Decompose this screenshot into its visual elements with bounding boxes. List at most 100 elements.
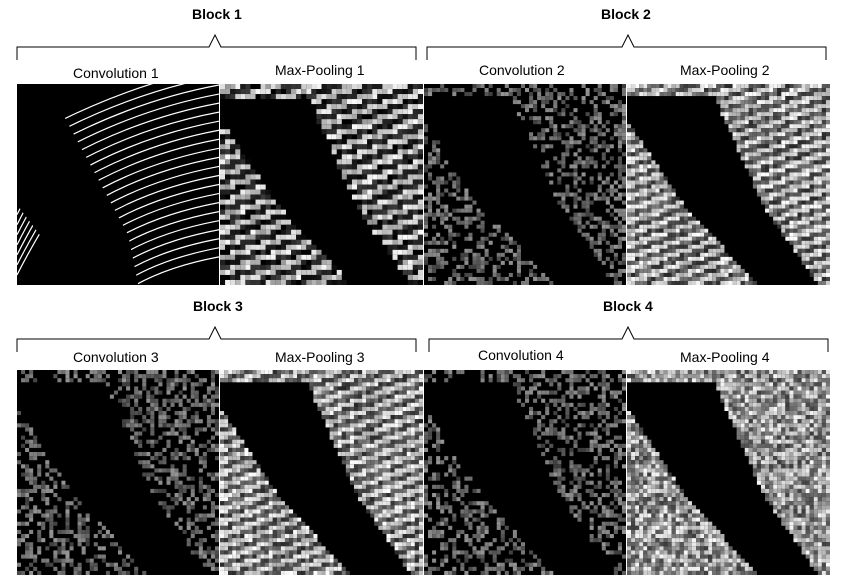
activation-cell [214,534,219,539]
activation-cell [545,108,550,113]
activation-cell [781,116,786,121]
activation-cell [512,96,517,101]
activation-cell [468,92,473,97]
activation-cell [765,192,770,197]
activation-cell [410,464,415,469]
activation-cell [500,236,505,241]
activation-cell [789,208,794,213]
activation-cell [456,184,461,189]
activation-cell [210,378,215,383]
activation-cell [250,224,256,230]
activation-cell [744,116,749,121]
activation-cell [93,374,98,379]
activation-cell [61,484,66,489]
activation-cell [198,427,203,432]
activation-cell [789,188,794,193]
activation-cell [162,501,167,506]
activation-cell [561,172,566,177]
activation-cell [248,452,253,457]
activation-cell [358,468,363,473]
activation-cell [240,480,245,485]
activation-cell [362,398,367,403]
activation-cell [382,104,388,110]
activation-cell [683,224,688,229]
activation-cell [69,378,74,383]
activation-cell [341,149,347,155]
activation-cell [436,212,441,217]
activation-cell [452,272,457,277]
activation-cell [250,274,256,280]
activation-cell [809,148,814,153]
activation-cell [756,184,761,189]
activation-cell [617,236,622,241]
activation-cell [683,256,688,261]
activation-cell [382,239,388,245]
activation-cell [740,144,745,149]
block-4-title: Block 4 [603,298,653,314]
activation-cell [341,84,347,90]
activation-cell [716,264,721,269]
activation-cell [366,435,371,440]
activation-cell [382,443,387,448]
activation-cell [407,144,413,150]
activation-cell [41,493,46,498]
activation-cell [732,124,737,129]
activation-cell [392,254,398,260]
activation-cell [724,104,729,109]
activation-cell [285,224,292,230]
activation-cell [428,276,433,281]
activation-cell [655,172,660,177]
activation-cell [220,423,225,428]
activation-cell [240,279,246,285]
activation-cell [178,525,183,530]
activation-cell [573,108,578,113]
activation-cell [190,390,195,395]
activation-cell [402,139,408,145]
activation-cell [397,174,403,180]
activation-cell [825,216,830,221]
activation-cell [349,476,354,481]
activation-cell [387,94,393,100]
activation-cell [336,269,342,275]
activation-cell [748,280,753,285]
activation-cell [174,484,179,489]
activation-cell [374,443,379,448]
activation-cell [825,268,830,273]
activation-cell [432,160,437,165]
activation-cell [769,104,774,109]
activation-cell [417,269,423,275]
activation-cell [382,144,388,150]
activation-cell [748,152,753,157]
activation-cell [643,280,648,285]
activation-cell [382,419,387,424]
activation-cell [402,169,408,175]
activation-cell [390,488,395,493]
activation-cell [392,109,398,115]
scan-arc [105,238,219,285]
activation-cell [781,128,786,133]
activation-cell [333,370,338,375]
activation-cell [720,244,725,249]
activation-cell [700,236,705,241]
activation-cell [85,517,90,522]
activation-cell [748,156,753,161]
activation-cell [341,279,347,285]
activation-cell [198,382,203,387]
activation-cell [236,468,241,473]
activation-cell [178,472,183,477]
activation-cell [378,447,383,452]
activation-cell [621,112,626,117]
activation-cell [410,476,415,481]
activation-cell [504,236,509,241]
activation-cell [687,228,692,233]
activation-cell [773,144,778,149]
activation-cell [134,390,139,395]
activation-cell [362,406,367,411]
activation-cell [280,505,285,510]
activation-cell [418,452,423,457]
activation-cell [158,411,163,416]
activation-cell [25,427,30,432]
activation-cell [621,176,626,181]
activation-cell [789,116,794,121]
activation-cell [346,104,352,110]
